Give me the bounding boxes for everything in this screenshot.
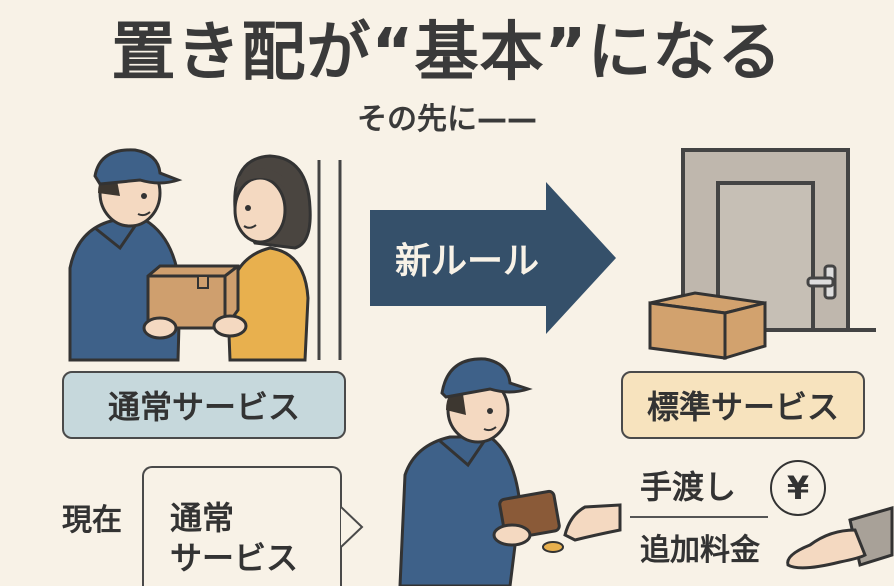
handover-illustration [68, 148, 342, 362]
door-with-box-illustration [648, 148, 876, 361]
new-rule-arrow [370, 182, 616, 334]
normal-service-label: 通常サービス [62, 371, 346, 439]
delivery-man-payment-illustration [398, 357, 622, 586]
handover-label: 手渡し [640, 468, 737, 506]
subtitle: その先に—— [357, 102, 537, 137]
bubble-line-1: 通常 [170, 499, 235, 537]
current-label: 現在 [62, 503, 122, 538]
standard-service-label: 標準サービス [621, 371, 865, 439]
yen-icon: ¥ [770, 460, 826, 516]
main-title: 置き配が“基本”になる [111, 16, 783, 90]
receiving-hand-icon [786, 506, 894, 570]
extra-fee-label: 追加料金 [640, 533, 760, 568]
bubble-pointer [340, 506, 364, 548]
divider-line [630, 516, 768, 518]
arrow-label: 新ルール [395, 241, 540, 282]
bubble-line-2: サービス [170, 539, 299, 577]
bubble-text: 通常 サービス [170, 498, 298, 578]
